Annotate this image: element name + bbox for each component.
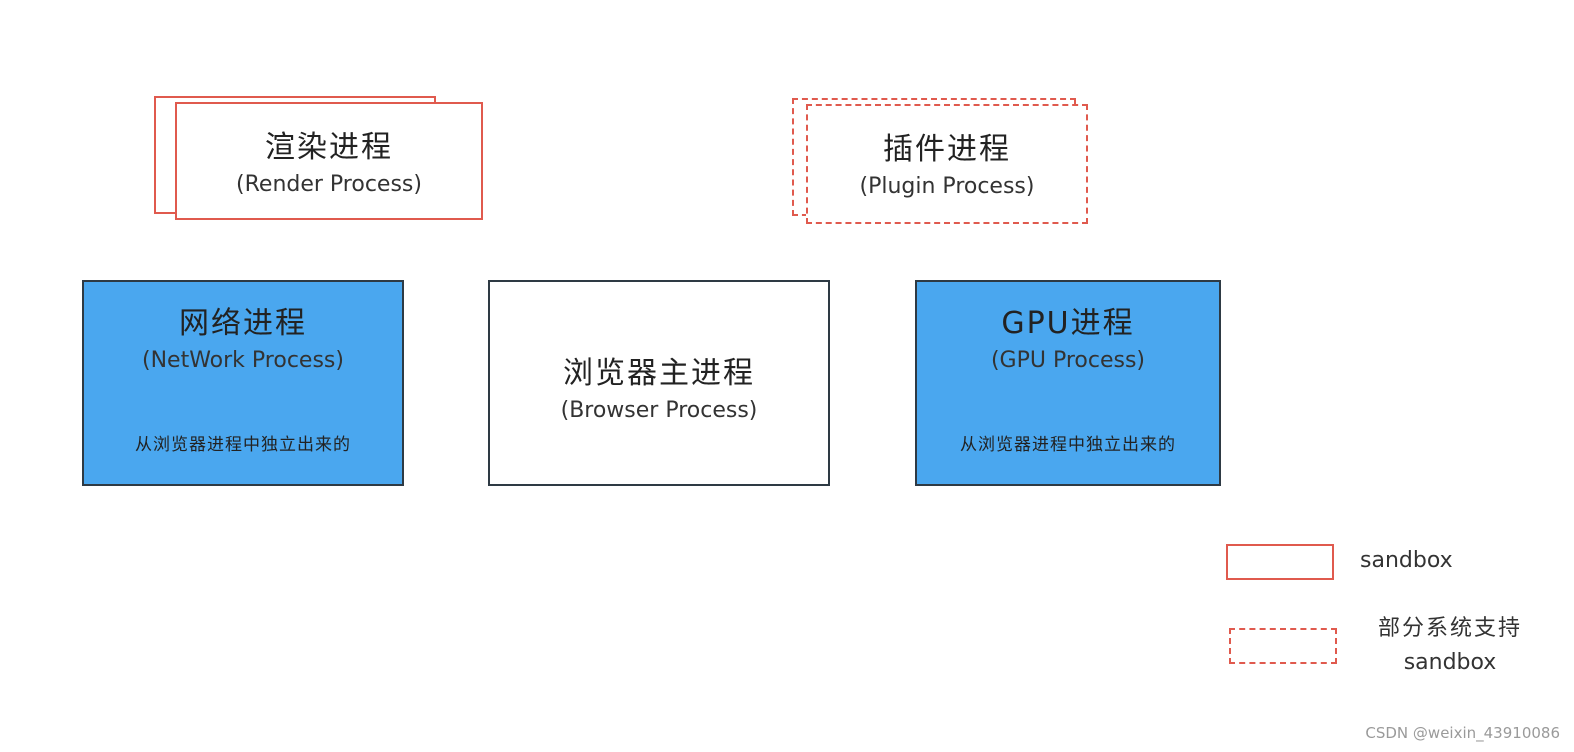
browser-process-subtitle: (Browser Process) [560, 398, 758, 423]
legend-sandbox-label: sandbox [1360, 548, 1453, 573]
gpu-process-title: GPU进程 [1001, 306, 1135, 341]
gpu-process-note: 从浏览器进程中独立出来的 [960, 435, 1176, 455]
legend-sandbox-swatch [1226, 544, 1334, 580]
legend-partial-sandbox-swatch [1229, 628, 1337, 664]
browser-process-box: 浏览器主进程 (Browser Process) [488, 280, 830, 486]
plugin-process-subtitle: (Plugin Process) [859, 174, 1035, 199]
network-process-box: 网络进程 (NetWork Process) 从浏览器进程中独立出来的 [82, 280, 404, 486]
render-process-title: 渲染进程 [265, 130, 393, 165]
legend-partial-sandbox-line1: 部分系统支持 [1377, 616, 1522, 641]
browser-process-title: 浏览器主进程 [563, 356, 755, 391]
plugin-process-title: 插件进程 [883, 132, 1011, 167]
gpu-process-subtitle: (GPU Process) [990, 348, 1146, 373]
network-process-note: 从浏览器进程中独立出来的 [135, 435, 351, 455]
plugin-process-box: 插件进程 (Plugin Process) [806, 104, 1088, 224]
gpu-process-box: GPU进程 (GPU Process) 从浏览器进程中独立出来的 [915, 280, 1221, 486]
render-process-box: 渲染进程 (Render Process) [175, 102, 483, 220]
network-process-subtitle: (NetWork Process) [142, 348, 344, 373]
watermark: CSDN @weixin_43910086 [1365, 724, 1560, 742]
legend-partial-sandbox-line2: sandbox [1403, 650, 1497, 675]
render-process-subtitle: (Render Process) [236, 172, 422, 197]
network-process-title: 网络进程 [179, 306, 307, 341]
